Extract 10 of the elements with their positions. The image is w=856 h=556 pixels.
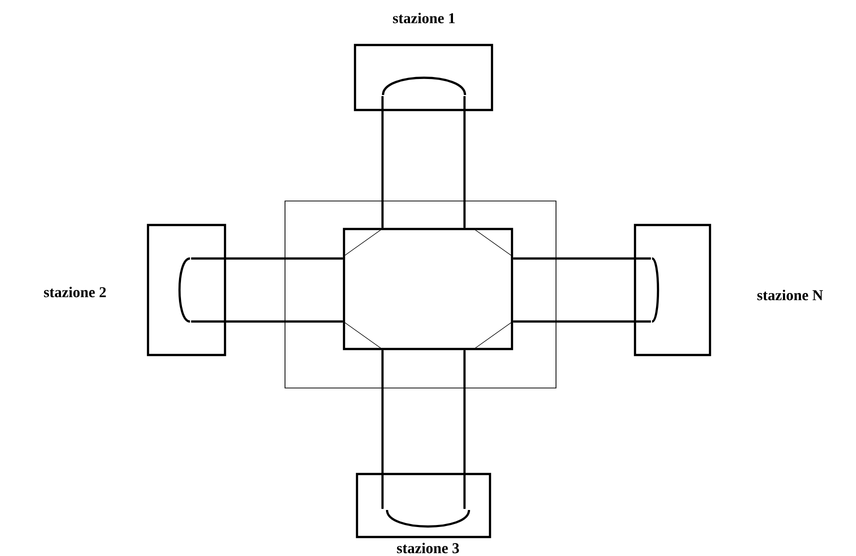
channel <box>178 257 344 323</box>
channel <box>381 76 466 229</box>
channel <box>512 257 660 323</box>
station-label: stazione N <box>757 290 823 300</box>
station-label: stazione 3 <box>397 542 459 554</box>
outer-frame-box <box>284 200 556 388</box>
inner-chamber-box <box>342 228 514 350</box>
station-label: stazione 1 <box>393 12 455 24</box>
channel <box>381 348 470 528</box>
station-label: stazione 2 <box>44 286 106 298</box>
